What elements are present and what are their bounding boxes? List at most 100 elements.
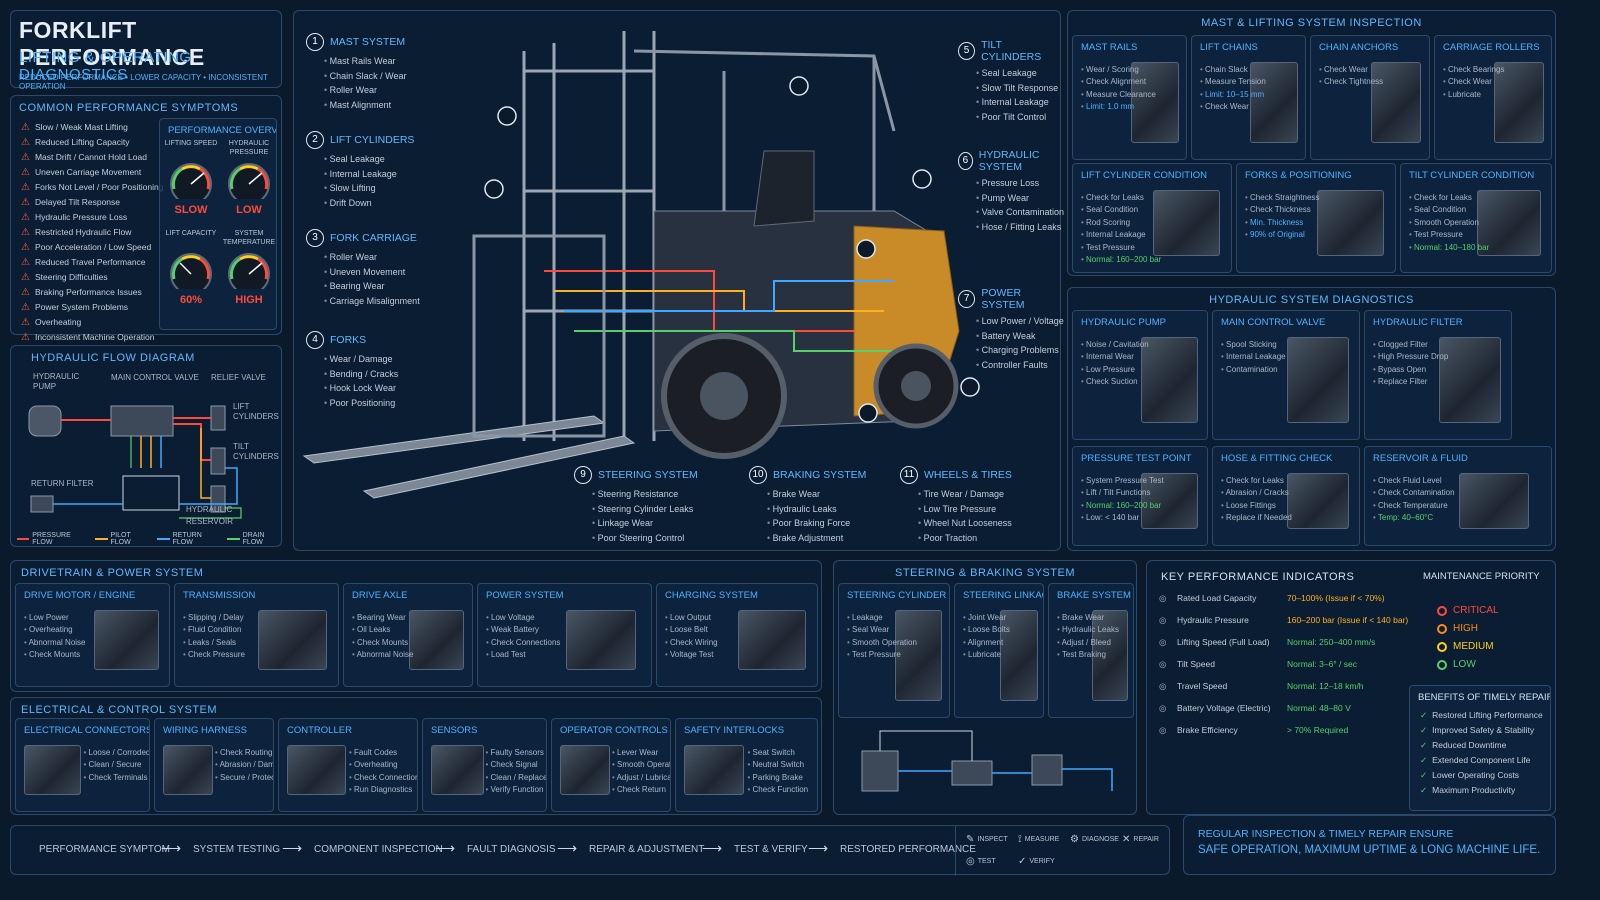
callout-item: Brake Adjustment	[767, 531, 866, 546]
cell-note: Seal Condition	[1409, 204, 1489, 216]
callout-title: MAST SYSTEM	[330, 36, 406, 48]
arrow-icon: ⟶	[435, 840, 456, 856]
cell-note: Run Diagnostics	[349, 784, 417, 796]
flow-legend-item: DRAIN FLOW	[227, 532, 281, 546]
cell-note: Internal Leakage	[1081, 229, 1161, 241]
priority-item: LOW	[1437, 659, 1476, 670]
callout-item: Seal Leakage	[976, 66, 1060, 81]
seat-shape	[753, 150, 815, 227]
callout-title: BRAKING SYSTEM	[773, 469, 867, 481]
process-step: FAULT DIAGNOSIS	[467, 844, 556, 855]
page-subtitle: LIFTING & OPERATING DIAGNOSTICS	[19, 49, 192, 83]
cell-notes: Low OutputLoose BeltCheck WiringVoltage …	[665, 612, 718, 662]
symptom-item: ⚠Forks Not Level / Poor Positioning	[21, 180, 163, 195]
callout-item: Bearing Wear	[324, 279, 420, 294]
cell-note: Check Contamination	[1373, 487, 1454, 499]
priority-label: MEDIUM	[1453, 641, 1494, 652]
gauge-value: HIGH	[235, 294, 263, 306]
callout-item: Roller Wear	[324, 83, 407, 98]
cell-safety-interlocks: SAFETY INTERLOCKSSeat SwitchNeutral Swit…	[675, 718, 818, 812]
cell-note: Low Voltage	[486, 612, 560, 624]
flow-label-valve: MAIN CONTROL VALVE	[111, 373, 199, 382]
warning-icon: ⚠	[21, 122, 30, 133]
forklift-illustration	[302, 31, 980, 499]
steering-brake-diagram	[861, 730, 1113, 792]
kpi-value: > 70% Required	[1287, 725, 1349, 735]
component-image	[1459, 473, 1529, 529]
flow-label-tilt: TILT CYLINDERS	[233, 442, 279, 461]
gauge-dial	[170, 253, 212, 295]
priority-label: HIGH	[1453, 623, 1478, 634]
gauge-label: SYSTEM TEMPERATURE	[222, 230, 276, 246]
check-icon: ✓	[1420, 770, 1428, 780]
kpi-icon: ◎	[1159, 725, 1167, 735]
symptom-list: ⚠Slow / Weak Mast Lifting⚠Reduced Liftin…	[21, 120, 163, 345]
cell-notes: Low PowerOverheatingAbnormal NoiseCheck …	[24, 612, 86, 662]
cell-note: Replace Filter	[1373, 376, 1448, 388]
cell-note: Check for Leaks	[1409, 192, 1489, 204]
flow-legend-item: PILOT FLOW	[95, 532, 147, 546]
kpi-icon: ◎	[1159, 593, 1167, 603]
cell-notes: Check for LeaksAbrasion / CracksLoose Fi…	[1221, 475, 1292, 525]
callout-title: HYDRAULIC SYSTEM	[978, 149, 1040, 173]
component-image	[684, 745, 745, 795]
callout-item: Mast Rails Wear	[324, 54, 407, 69]
cell-notes: Noise / CavitationInternal WearLow Press…	[1081, 339, 1149, 389]
legend-label: PRESSURE FLOW	[32, 532, 71, 546]
gauge-value: SLOW	[174, 204, 208, 216]
warning-icon: ⚠	[21, 302, 30, 313]
cell-notes: Slipping / DelayFluid ConditionLeaks / S…	[183, 612, 245, 662]
legend-test: ◎TEST	[966, 856, 996, 867]
cell-notes: Check StraightnessCheck ThicknessMin. Th…	[1245, 192, 1319, 242]
cell-notes: Loose / CorrodedClean / SecureCheck Term…	[84, 747, 149, 784]
cell-note: Load Test	[486, 649, 560, 661]
kpi-row: ◎Battery Voltage (Electric)Normal: 48–80…	[1159, 703, 1409, 714]
legend-icon-label: DIAGNOSE	[1081, 836, 1119, 843]
cell-note: Clogged Filter	[1373, 339, 1448, 351]
kpi-value: Normal: 3–6° / sec	[1287, 659, 1358, 669]
cell-title: HYDRAULIC FILTER	[1373, 317, 1463, 328]
cell-title: STEERING LINKAGE	[963, 590, 1043, 601]
cell-notes: Check for LeaksSeal ConditionSmooth Oper…	[1409, 192, 1489, 254]
kpi-name: Hydraulic Pressure	[1177, 615, 1249, 625]
check-icon: ✓	[1420, 785, 1428, 795]
cell-note: Lubricate	[963, 649, 1010, 661]
cell-note: Limit: 1.0 mm	[1081, 101, 1156, 113]
process-bar: PERFORMANCE SYMPTOM⟶SYSTEM TESTING⟶COMPO…	[10, 825, 1170, 876]
cell-notes: Lever WearSmooth OperationAdjust / Lubri…	[612, 747, 670, 797]
cell-note: Loose Fittings	[1221, 500, 1292, 512]
callout-items: Tire Wear / DamageLow Tire PressureWheel…	[918, 487, 1012, 545]
callout-item: Carriage Misalignment	[324, 294, 420, 309]
cell-note: Replace if Needed	[1221, 512, 1292, 524]
component-image	[565, 610, 636, 670]
check-icon: ✓	[1420, 740, 1428, 750]
symptom-item: ⚠Delayed Tilt Response	[21, 195, 163, 210]
cell-title: CARRIAGE ROLLERS	[1443, 42, 1540, 53]
legend-icon-label: INSPECT	[977, 836, 1008, 843]
measure-icon: ⟟	[1018, 834, 1022, 845]
callout-items: Mast Rails WearChain Slack / WearRoller …	[324, 54, 407, 112]
symptom-item: ⚠Poor Acceleration / Low Speed	[21, 240, 163, 255]
cell-hydraulic-pump: HYDRAULIC PUMPNoise / CavitationInternal…	[1072, 310, 1208, 440]
cell-note: Rod Scoring	[1081, 217, 1161, 229]
callout-items: Steering ResistanceSteering Cylinder Lea…	[592, 487, 698, 545]
cell-hose-fitting-check: HOSE & FITTING CHECKCheck for LeaksAbras…	[1212, 446, 1360, 546]
cell-note: Faulty Sensors	[486, 747, 547, 759]
component-image	[1317, 190, 1385, 256]
callout-forks: 4FORKSWear / DamageBending / CracksHook …	[306, 331, 398, 410]
callout-item: Controller Faults	[976, 358, 1064, 373]
callout-item: Internal Leakage	[324, 167, 414, 182]
callout-item: Battery Weak	[976, 329, 1064, 344]
arrow-icon: ⟶	[808, 840, 829, 856]
benefit-label: Lower Operating Costs	[1432, 770, 1520, 780]
